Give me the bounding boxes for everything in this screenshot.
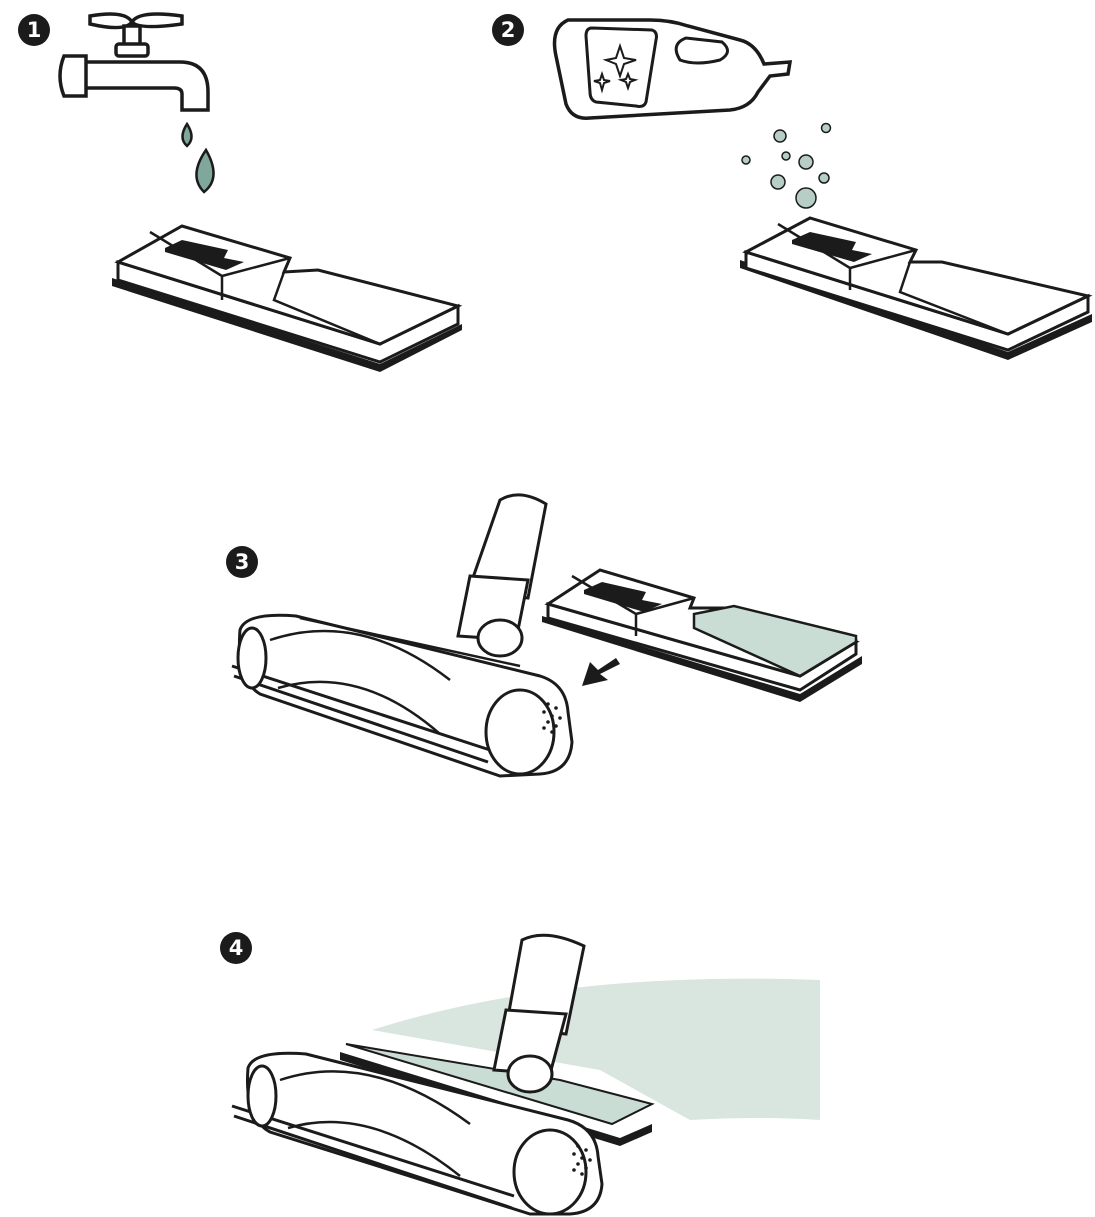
mop-pad-icon-3: [542, 568, 862, 702]
step-1-rinse-pad: 1: [0, 0, 520, 400]
mop-pad-icon: [112, 224, 463, 372]
detergent-bottle-icon: [552, 18, 832, 209]
mopping-floor-icon: [231, 933, 820, 1216]
arrow-left-icon: [582, 658, 620, 686]
step-3-badge: 3: [226, 546, 258, 578]
vacuum-head-icon: [231, 493, 574, 778]
mop-pad-icon-2: [740, 216, 1093, 360]
step-4-badge: 4: [220, 932, 252, 964]
step-2-badge: 2: [492, 14, 524, 46]
water-tap-icon: [58, 12, 215, 194]
step-3-attach-pad: 3: [0, 480, 1095, 800]
step-2-detergent-pad: 2: [492, 0, 1095, 400]
step-1-badge: 1: [18, 14, 50, 46]
step-4-mop-floor: 4: [0, 910, 1095, 1217]
